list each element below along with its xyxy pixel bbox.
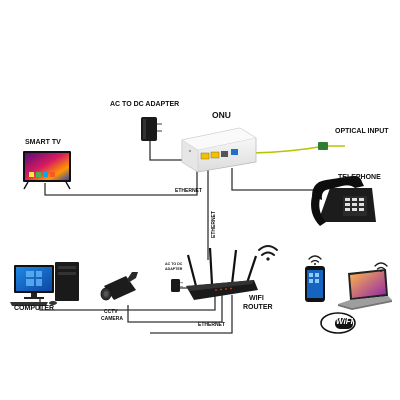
wifi-router-device: [186, 247, 258, 300]
cables: [39, 140, 318, 334]
cctv-camera-device: [100, 272, 138, 301]
wifi-logo-text: WiFi: [336, 317, 353, 326]
wifi-router-label-line2: ROUTER: [243, 304, 273, 311]
onu-port: [210, 151, 220, 159]
ac-adapter-top-label: AC TO DC ADAPTER: [110, 101, 180, 108]
cctv-label-line2: CAMERA: [101, 316, 123, 322]
cable-router-camera: [127, 295, 223, 323]
wifi-router-label-line1: WIFI: [249, 295, 264, 302]
optical-cable: [244, 145, 345, 154]
onu-port: [221, 151, 228, 157]
smartphone-device: [305, 266, 325, 302]
ac-adapter-small-device: [171, 279, 183, 292]
wifi-signal-icon: [308, 255, 322, 265]
ac-adapter-small-label-line2: ADAPTER: [165, 267, 183, 271]
smart-tv-device: [23, 151, 71, 190]
ac-adapter-small-label-line1: AC TO DC: [165, 262, 183, 266]
onu-led: [189, 150, 191, 152]
telephone-label: TELEPHONE: [338, 174, 381, 181]
onu-label: ONU: [212, 110, 231, 120]
wifi-signal-icon: [258, 245, 278, 261]
optical-connector: [318, 142, 328, 150]
wifi-signal-icon: [374, 262, 388, 272]
cable-onu-tv: [44, 168, 198, 196]
wifi-logo-icon: [320, 312, 356, 334]
cable-onu-telephone: [231, 168, 318, 191]
optical-input-label: OPTICAL INPUT: [335, 128, 389, 135]
cable-adapter-onu: [149, 140, 183, 161]
onu-device: [181, 127, 257, 173]
ac-adapter-top-device: [141, 117, 162, 141]
computer-device: [10, 262, 79, 306]
ethernet-label-vertical: ETHERNET: [211, 211, 217, 238]
laptop-device: [338, 269, 392, 310]
onu-port: [200, 152, 210, 160]
ethernet-label-tv: ETHERNET: [175, 188, 202, 194]
computer-label: COMPUTER: [14, 305, 55, 312]
smart-tv-label: SMART TV: [25, 139, 61, 146]
onu-port: [231, 149, 238, 155]
ethernet-label-bottom: ETHERNET: [198, 322, 225, 328]
cctv-label-line1: CCTV: [104, 309, 118, 315]
telephone-device: [311, 175, 376, 226]
cable-router-bottom: [150, 295, 233, 334]
